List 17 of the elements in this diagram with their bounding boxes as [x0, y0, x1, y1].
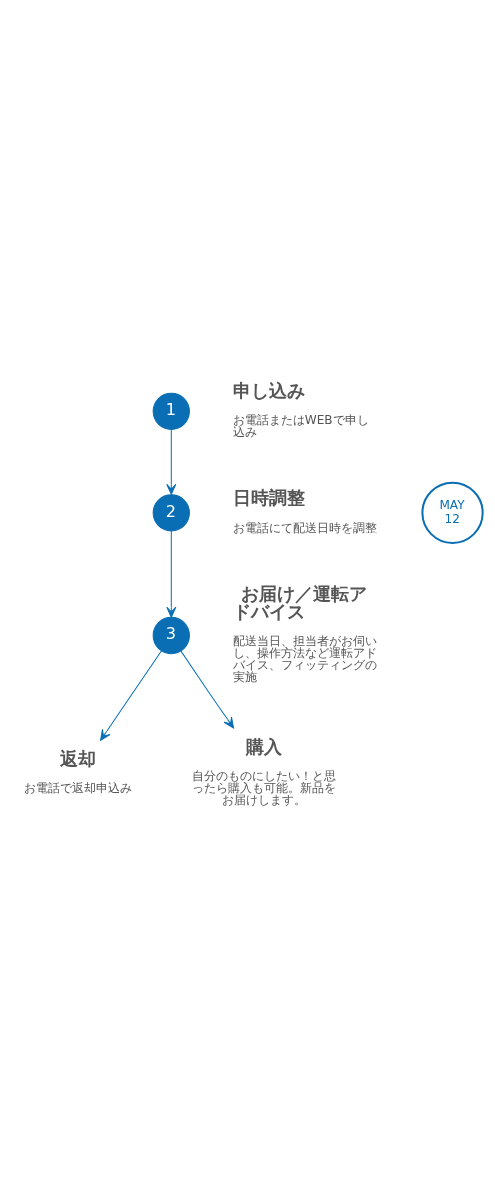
node-circle: 1	[152, 392, 190, 430]
node-label: 配送当日、担当者がお伺いし、操作方法など運転アドバイス、フィッティングの実施	[233, 633, 378, 684]
node-circle: 3	[152, 616, 190, 654]
node-text: 返却 お電話で返却申込み	[23, 747, 132, 795]
arrow	[180, 650, 235, 728]
node-label: お電話またはWEBで申し込み	[232, 412, 369, 439]
arrow	[166, 428, 177, 495]
arrow	[166, 530, 177, 618]
node-text: 購入 自分のものにしたい！と思ったら購入も可能。新品をお届けします。	[191, 735, 336, 807]
node-label: お届け／運転アドバイス	[233, 582, 368, 622]
node-label: 日時調整	[233, 486, 306, 508]
arrow	[100, 649, 163, 741]
label: 12	[444, 511, 460, 525]
label: MAY	[439, 497, 465, 512]
node-label: お電話にて配送日時を調整	[233, 520, 378, 535]
node-label: 申し込み	[232, 379, 305, 401]
node-circle: 2	[152, 493, 190, 531]
